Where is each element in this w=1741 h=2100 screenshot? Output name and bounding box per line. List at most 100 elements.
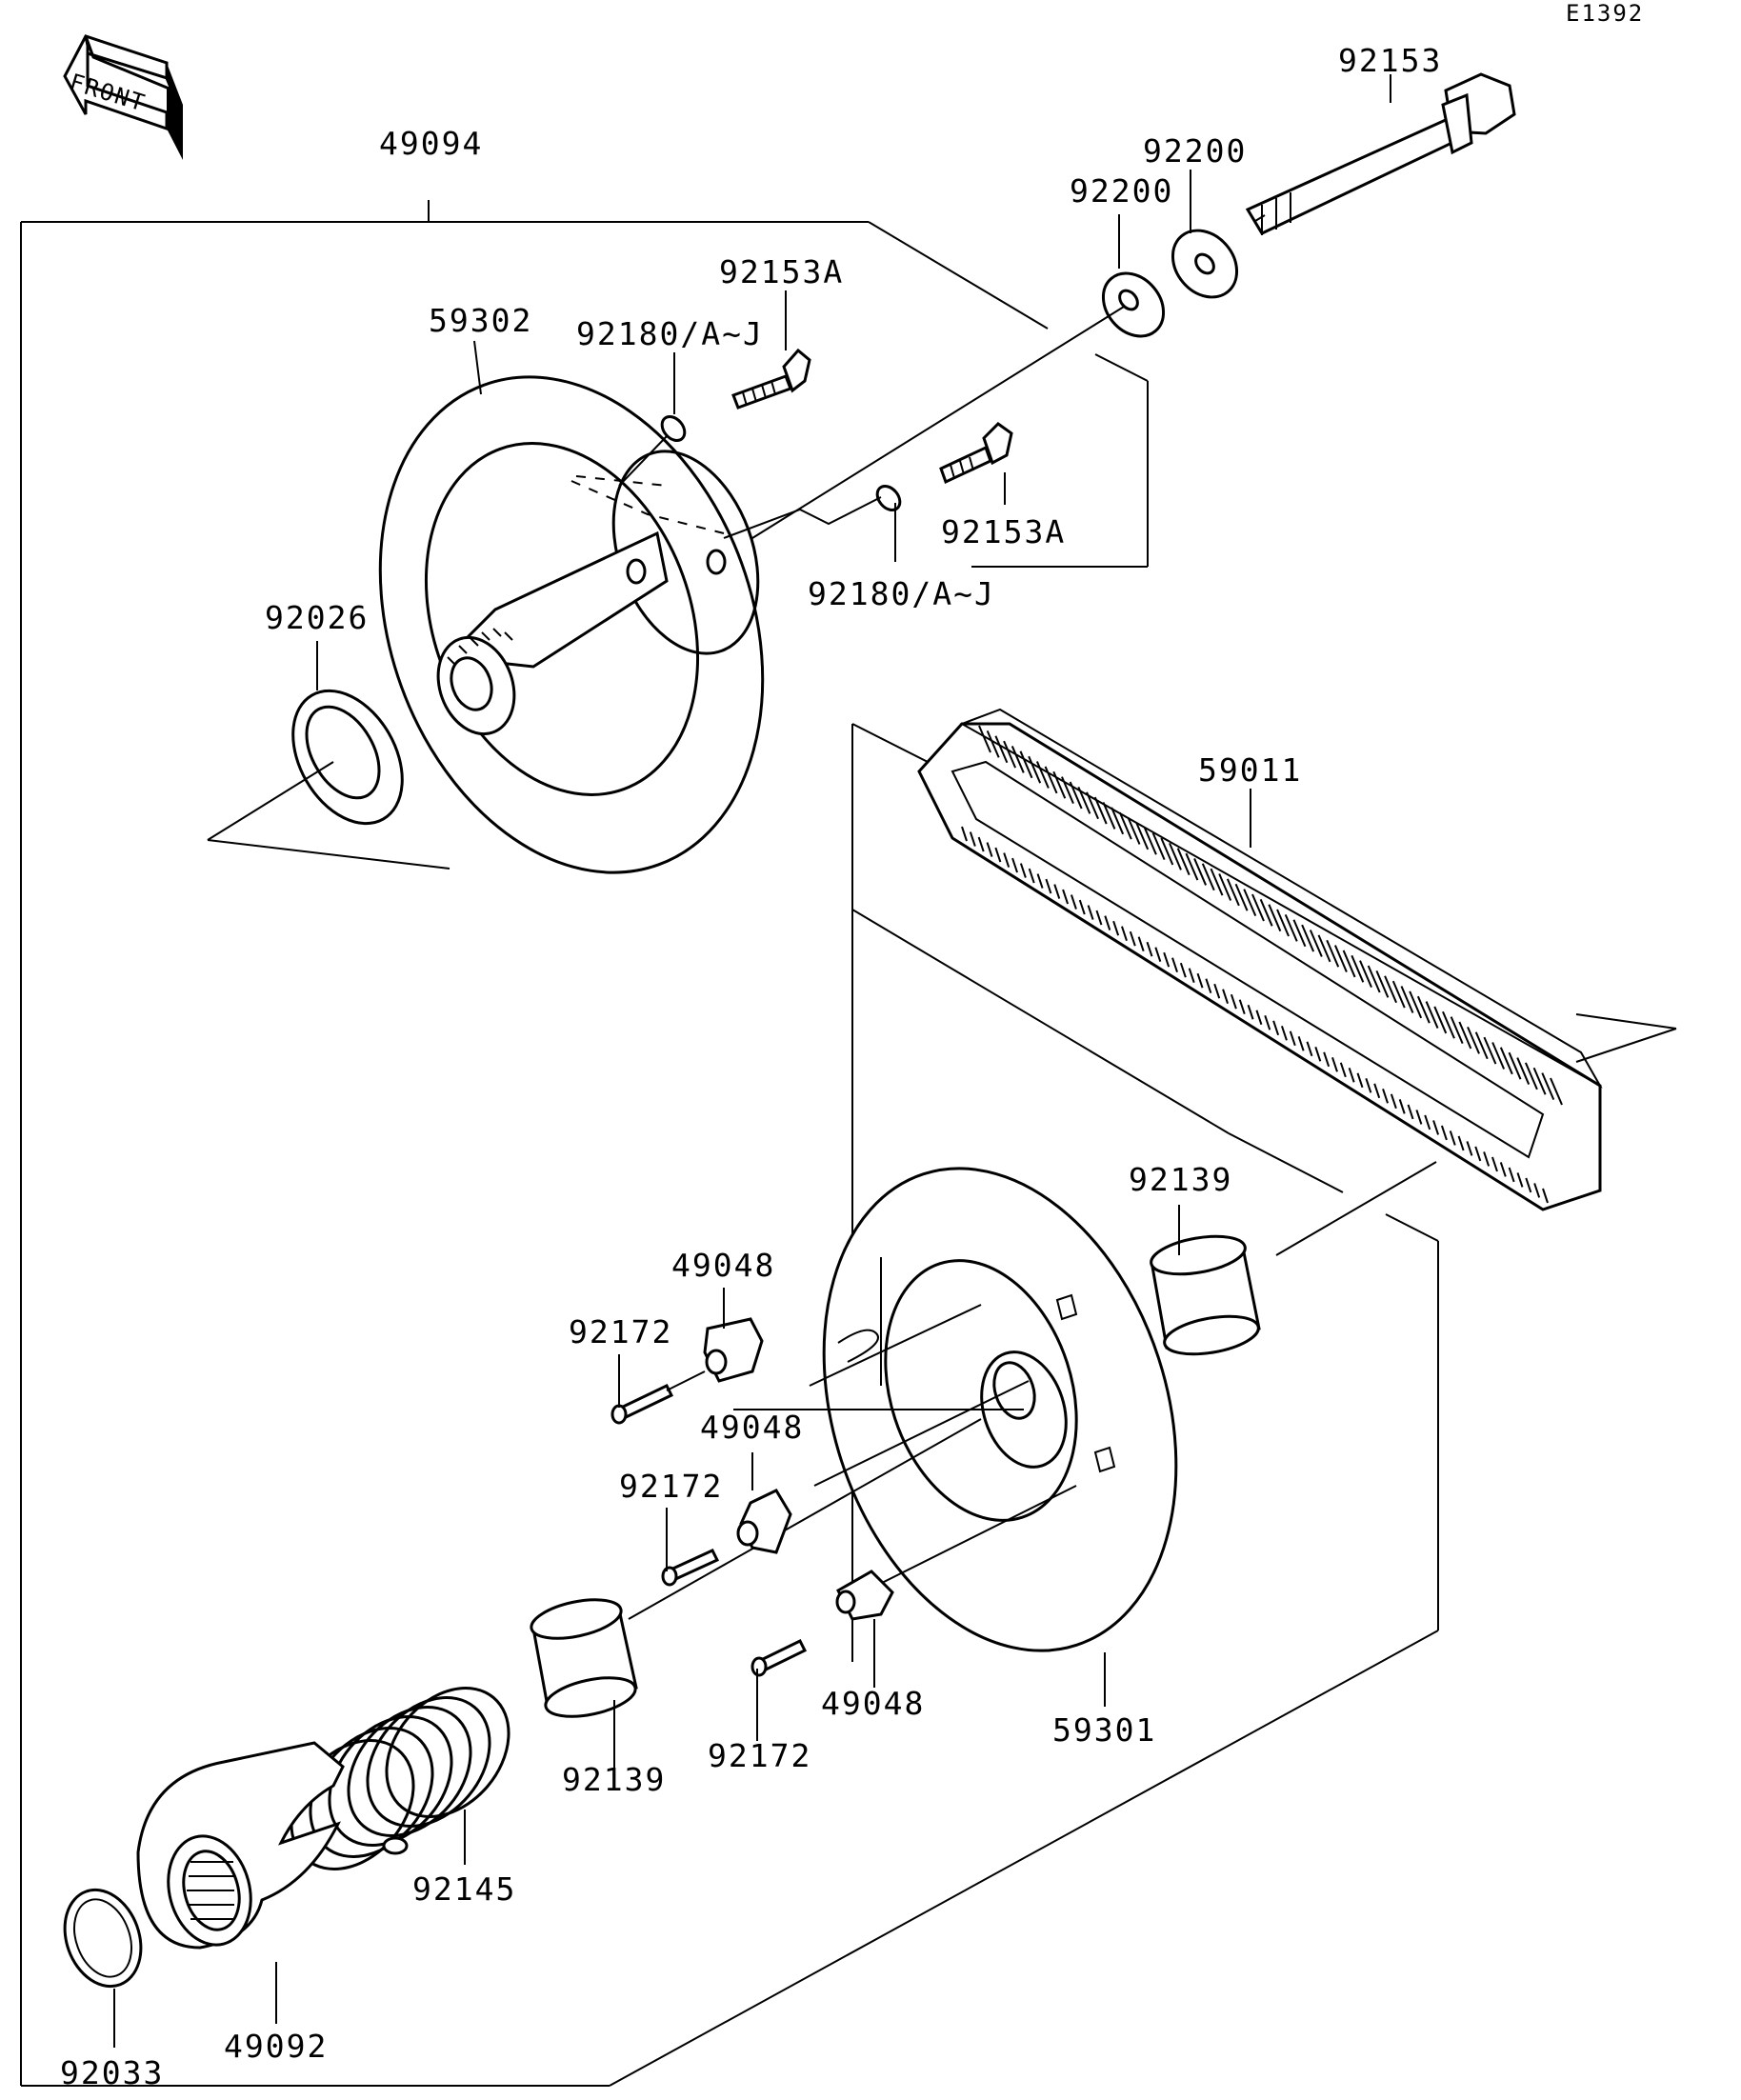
belt-tooth bbox=[1251, 893, 1265, 922]
belt-tooth bbox=[1268, 904, 1282, 932]
belt-cog bbox=[1264, 1014, 1271, 1030]
belt-tooth bbox=[1111, 807, 1125, 835]
belt-tooth bbox=[1541, 1072, 1555, 1101]
washer-92180-lower bbox=[875, 484, 902, 512]
label-49048-low: 49048 bbox=[821, 1685, 925, 1722]
belt-tooth bbox=[1474, 1031, 1489, 1060]
belt-cog bbox=[1121, 926, 1128, 941]
label-92139-lower: 92139 bbox=[562, 1761, 666, 1798]
pin-92172-a bbox=[610, 1370, 706, 1425]
belt-tooth bbox=[1309, 930, 1323, 957]
washer-92026 bbox=[291, 689, 404, 826]
belt-cog bbox=[1062, 889, 1070, 905]
belt-cog bbox=[1314, 1046, 1322, 1062]
belt-tooth bbox=[1003, 740, 1017, 769]
belt-cog bbox=[1205, 978, 1212, 994]
belt-cog bbox=[1247, 1004, 1254, 1020]
belt-cog bbox=[1238, 999, 1246, 1015]
label-49048-top: 49048 bbox=[671, 1247, 775, 1284]
belt-tooth bbox=[1524, 1062, 1538, 1090]
belt-cog bbox=[1104, 915, 1111, 930]
belt-tooth bbox=[1011, 746, 1025, 773]
belt-cog bbox=[1053, 884, 1061, 899]
belt-cog bbox=[1306, 1041, 1313, 1057]
belt-cog bbox=[1516, 1172, 1524, 1188]
label-92033: 92033 bbox=[60, 2054, 164, 2091]
belt-tooth bbox=[1342, 950, 1356, 978]
belt-cog bbox=[1457, 1135, 1465, 1151]
label-92180-lower: 92180/A~J bbox=[808, 575, 995, 612]
belt-tooth bbox=[1367, 965, 1381, 993]
belt-cog bbox=[1280, 1025, 1288, 1041]
belt-tooth bbox=[1409, 990, 1423, 1019]
weight-49048-low bbox=[835, 1570, 894, 1621]
belt-cog bbox=[1407, 1104, 1414, 1120]
collar-92139-upper bbox=[1150, 1234, 1261, 1356]
label-59301: 59301 bbox=[1052, 1711, 1156, 1749]
belt-cog bbox=[977, 836, 985, 852]
belt-tooth bbox=[1550, 1077, 1563, 1106]
belt-cog bbox=[1348, 1068, 1355, 1083]
belt-cog bbox=[1415, 1110, 1423, 1125]
belt-cog bbox=[1440, 1125, 1448, 1141]
leader-lines bbox=[113, 74, 1391, 2048]
belt-tooth bbox=[1044, 766, 1058, 794]
label-49048-mid: 49048 bbox=[700, 1409, 804, 1446]
belt-cog bbox=[1331, 1057, 1338, 1072]
belt-cog bbox=[969, 831, 976, 847]
belt-tooth bbox=[1391, 980, 1406, 1009]
bolt-92153A-lower bbox=[939, 422, 1013, 485]
collar-92139-lower bbox=[530, 1598, 638, 1718]
belt-cog bbox=[1339, 1062, 1347, 1078]
belt-cog bbox=[1432, 1120, 1440, 1135]
belt-tooth bbox=[1499, 1047, 1513, 1075]
belt-cog bbox=[1146, 941, 1153, 957]
belt-tooth bbox=[1226, 878, 1240, 907]
weight-49048-top bbox=[703, 1317, 764, 1383]
belt-cog bbox=[1508, 1167, 1515, 1183]
label-49094: 49094 bbox=[379, 125, 483, 162]
weight-49048-mid bbox=[736, 1489, 792, 1554]
belt-tooth bbox=[986, 730, 1000, 758]
belt-tooth bbox=[1416, 995, 1431, 1024]
belt-tooth bbox=[1176, 848, 1191, 876]
label-49092: 49092 bbox=[224, 2028, 328, 2065]
belt-cog bbox=[1137, 936, 1145, 951]
belt-cog bbox=[1028, 868, 1035, 884]
label-59011: 59011 bbox=[1198, 751, 1302, 789]
belt-tooth bbox=[994, 735, 1009, 764]
belt-cog bbox=[1019, 863, 1027, 878]
belt-tooth bbox=[1516, 1057, 1531, 1085]
label-92172-a: 92172 bbox=[569, 1313, 672, 1350]
belt-cog bbox=[1036, 873, 1044, 889]
belt-cog bbox=[1483, 1151, 1491, 1167]
bolt-hole-left bbox=[626, 558, 647, 585]
belt-cog bbox=[1255, 1010, 1263, 1026]
bolt-92153 bbox=[1245, 72, 1516, 235]
belt-tooth bbox=[1118, 811, 1132, 840]
belt-cog bbox=[1112, 920, 1120, 936]
label-92139-upper: 92139 bbox=[1129, 1161, 1232, 1198]
belt-cog bbox=[1011, 857, 1018, 873]
belt-tooth bbox=[1458, 1021, 1472, 1050]
sheave-59302 bbox=[378, 375, 765, 874]
belt-tooth bbox=[1359, 960, 1372, 989]
label-92153A-lower: 92153A bbox=[941, 513, 1066, 550]
front-arrow-icon: FRONT bbox=[63, 34, 183, 160]
drive-belt-59011 bbox=[917, 708, 1603, 1211]
belt-cog bbox=[1070, 894, 1077, 910]
belt-cog bbox=[1373, 1083, 1381, 1099]
bolt-92153A-upper bbox=[731, 348, 811, 410]
belt-tooth bbox=[1169, 842, 1182, 870]
belt-tooth bbox=[1127, 817, 1141, 845]
belt-tooth bbox=[1151, 832, 1166, 861]
belt-tooth bbox=[1508, 1051, 1522, 1080]
belt-cog bbox=[1188, 968, 1195, 984]
label-59302: 59302 bbox=[429, 302, 532, 339]
diagram-code: E1392 bbox=[1566, 0, 1644, 27]
label-92153A-upper: 92153A bbox=[719, 253, 844, 290]
belt-tooth bbox=[1276, 909, 1290, 937]
belt-cog bbox=[1297, 1035, 1305, 1051]
belt-tooth bbox=[1326, 939, 1340, 968]
